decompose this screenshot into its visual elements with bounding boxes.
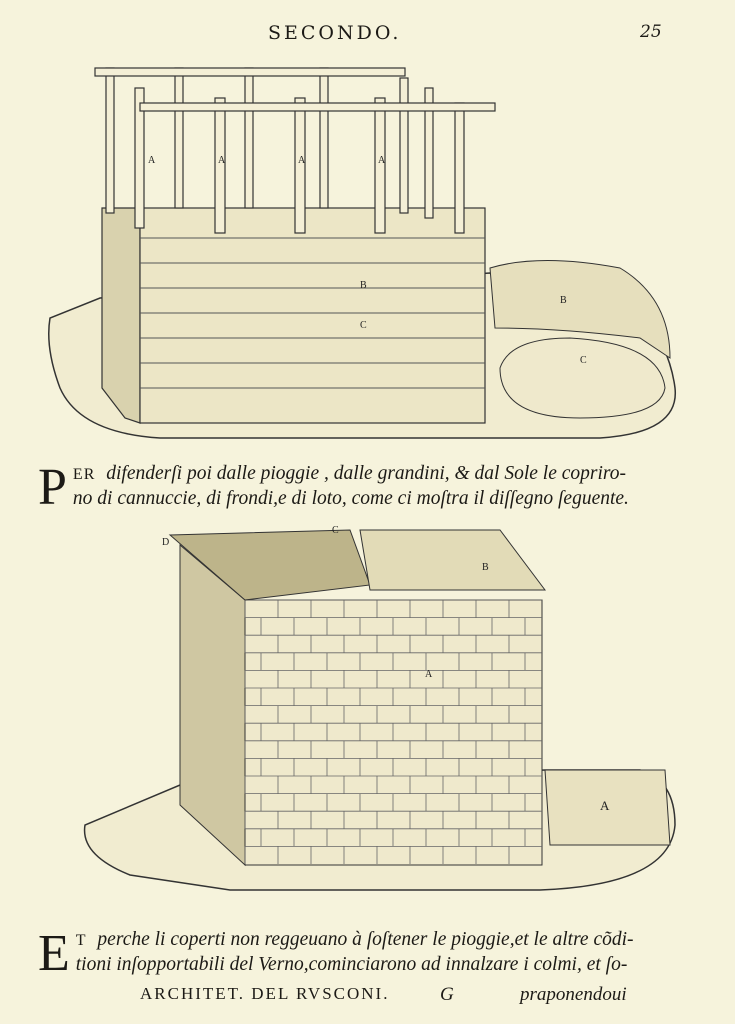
running-title: SECONDO. bbox=[268, 22, 402, 44]
label-a: A bbox=[600, 798, 610, 813]
label-b: B bbox=[560, 295, 567, 306]
paragraph-2: E T perche li coperti non reggeuano à ſo… bbox=[38, 925, 718, 982]
label-d: D bbox=[162, 537, 169, 548]
label-a: A bbox=[378, 155, 386, 166]
book-title: ARCHITET. DEL RVSCONI. bbox=[140, 984, 390, 1003]
label-a: A bbox=[218, 155, 226, 166]
drop-cap: E bbox=[38, 925, 70, 982]
label-b: B bbox=[482, 562, 489, 573]
lead-letters: T bbox=[75, 932, 87, 949]
brick-house-illustration: D C B A A bbox=[83, 525, 676, 891]
paragraph-1: P ER difenderſi poi dalle pioggie , dall… bbox=[38, 459, 718, 516]
catchword: praponendoui bbox=[520, 984, 627, 1005]
label-c: C bbox=[332, 525, 339, 536]
text-line: difenderſi poi dalle pioggie , dalle gra… bbox=[106, 463, 627, 484]
text-line: tioni inſopportabili del Verno,cominciar… bbox=[75, 954, 628, 975]
label-b: B bbox=[360, 280, 367, 291]
hut-illustration: A A A A B C B C bbox=[48, 67, 676, 439]
label-a: A bbox=[148, 155, 156, 166]
label-c: C bbox=[360, 320, 367, 331]
lead-letters: ER bbox=[72, 466, 96, 483]
signature-mark: G bbox=[440, 984, 454, 1005]
text-line: perche li coperti non reggeuano à ſoſten… bbox=[97, 929, 634, 950]
page-number: 25 bbox=[640, 22, 662, 42]
drop-cap: P bbox=[38, 459, 67, 516]
label-a: A bbox=[298, 155, 306, 166]
label-c: C bbox=[580, 355, 587, 366]
text-line: no di cannuccie, di frondi,e di loto, co… bbox=[72, 488, 629, 509]
label-a: A bbox=[425, 669, 433, 680]
